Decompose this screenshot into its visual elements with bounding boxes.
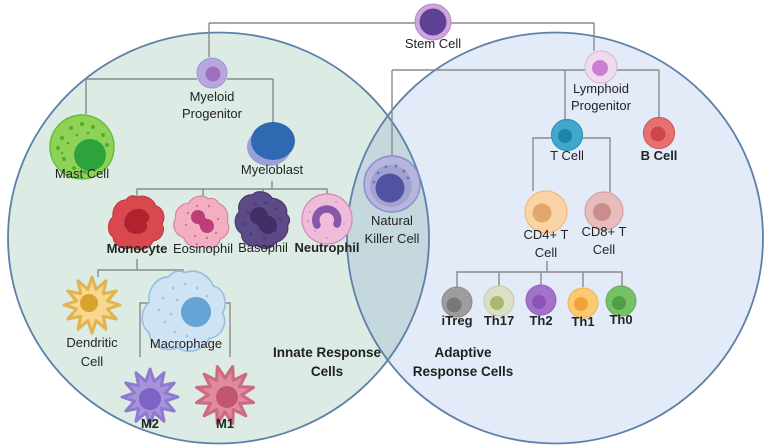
m1-macrophage-glyph (187, 357, 263, 433)
itreg-cell-glyph (441, 286, 473, 318)
neutrophil-glyph (301, 193, 353, 245)
adaptive-region-label-line2: Response Cells (413, 364, 514, 379)
macrophage-label: Macrophage (150, 336, 222, 351)
cell-nucleus (650, 126, 666, 142)
myeloblast-label: Myeloblast (241, 162, 304, 177)
lymphoid-branch-lines (391, 69, 660, 156)
m2-label: M2 (141, 416, 159, 431)
dendritic-cell-glyph (62, 275, 122, 335)
th1-label: Th1 (571, 314, 594, 329)
m1-label: M1 (216, 416, 234, 431)
myeloid-progenitor-glyph (196, 57, 228, 89)
stem-cell-glyph (414, 3, 452, 41)
eosinophil-label: Eosinophil (173, 241, 233, 256)
cell-nucleus (74, 139, 106, 171)
cd4-label-line2: Cell (535, 245, 558, 260)
cd8-t-cell-glyph (584, 191, 624, 231)
lineage-connectors (85, 22, 660, 357)
myeloblast-branch-lines (136, 181, 328, 198)
cd4-branch-lines (456, 261, 623, 287)
cell-nucleus (80, 294, 98, 312)
th17-cell-glyph (483, 285, 515, 317)
cd4-label-line1: CD4+ T (524, 227, 569, 242)
cell-nucleus (250, 207, 277, 234)
cell-body (251, 122, 295, 160)
natural-killer-label-line1: Natural (371, 213, 413, 228)
cell-nucleus (574, 297, 588, 311)
cell-nucleus (312, 205, 342, 229)
myeloid-progenitor-label-line1: Myeloid (190, 89, 235, 104)
cell-nucleus (532, 295, 546, 309)
speckles (243, 201, 282, 240)
b-cell-glyph (642, 116, 676, 150)
stem-branch-lines (208, 22, 595, 57)
myeloblast-glyph (247, 122, 295, 166)
th2-cell-glyph (525, 284, 557, 316)
cell-nucleus (191, 210, 214, 233)
cell-nucleus (446, 297, 462, 313)
speckles (307, 201, 345, 239)
adaptive-region-outline (346, 31, 764, 445)
neutrophil-label: Neutrophil (295, 240, 360, 255)
cell-nucleus (558, 129, 572, 143)
stem-cell-label: Stem Cell (405, 36, 461, 51)
innate-region-label-line1: Innate Response (273, 345, 382, 360)
cell-nucleus (532, 203, 552, 223)
speckles (56, 122, 109, 174)
cell-body (301, 193, 353, 245)
t-cell-glyph (550, 118, 584, 152)
speckles (372, 164, 410, 184)
myeloid-progenitor-label-line2: Progenitor (182, 106, 243, 121)
lymphoid-progenitor-label-line1: Lymphoid (573, 81, 629, 96)
cell-nucleus (593, 203, 611, 221)
cell-nucleus (216, 386, 238, 408)
lymphoid-progenitor-glyph (584, 50, 618, 84)
th0-cell-glyph (605, 285, 637, 317)
speckles (184, 204, 220, 240)
basophil-label: Basophil (238, 240, 288, 255)
speckles (157, 282, 209, 338)
macrophage-glyph (141, 270, 227, 352)
cell-nucleus (181, 297, 211, 327)
innate-region-label-line2: Cells (311, 364, 343, 379)
dendritic-label-line1: Dendritic (66, 335, 118, 350)
th1-cell-glyph (567, 287, 599, 319)
itreg-label: iTreg (441, 313, 472, 328)
adaptive-region-label-line1: Adaptive (434, 345, 492, 360)
t-cell-label: T Cell (550, 148, 584, 163)
cell-nucleus (375, 173, 405, 203)
cell-nucleus (139, 388, 161, 410)
monocyte-label: Monocyte (107, 241, 168, 256)
cd8-label-line2: Cell (593, 242, 616, 257)
th0-label: Th0 (609, 312, 632, 327)
myeloid-branch-lines (85, 78, 274, 124)
lymphoid-progenitor-label-line2: Progenitor (571, 98, 632, 113)
cell-nucleus (490, 296, 504, 310)
b-cell-label: B Cell (641, 148, 678, 163)
labels: Stem Cell Myeloid Progenitor Mast Cell M… (55, 36, 678, 431)
natural-killer-cell-glyph (363, 155, 421, 213)
eosinophil-glyph (164, 184, 240, 260)
mast-cell-glyph (49, 114, 115, 180)
th2-label: Th2 (529, 313, 552, 328)
dendritic-label-line2: Cell (81, 354, 104, 369)
cd4-t-cell-glyph (524, 190, 568, 234)
cell-nucleus (205, 66, 221, 82)
innate-region-outline (7, 31, 430, 445)
natural-killer-label-line2: Killer Cell (365, 231, 420, 246)
cd8-label-line1: CD8+ T (582, 224, 627, 239)
mast-cell-label: Mast Cell (55, 166, 109, 181)
cell-nucleus (419, 8, 447, 36)
m2-macrophage-glyph (120, 367, 180, 427)
basophil-glyph (230, 187, 295, 253)
tcell-branch-lines (532, 137, 611, 192)
th17-label: Th17 (484, 313, 514, 328)
cell-nucleus (612, 296, 626, 310)
cell-nucleus (592, 60, 608, 76)
